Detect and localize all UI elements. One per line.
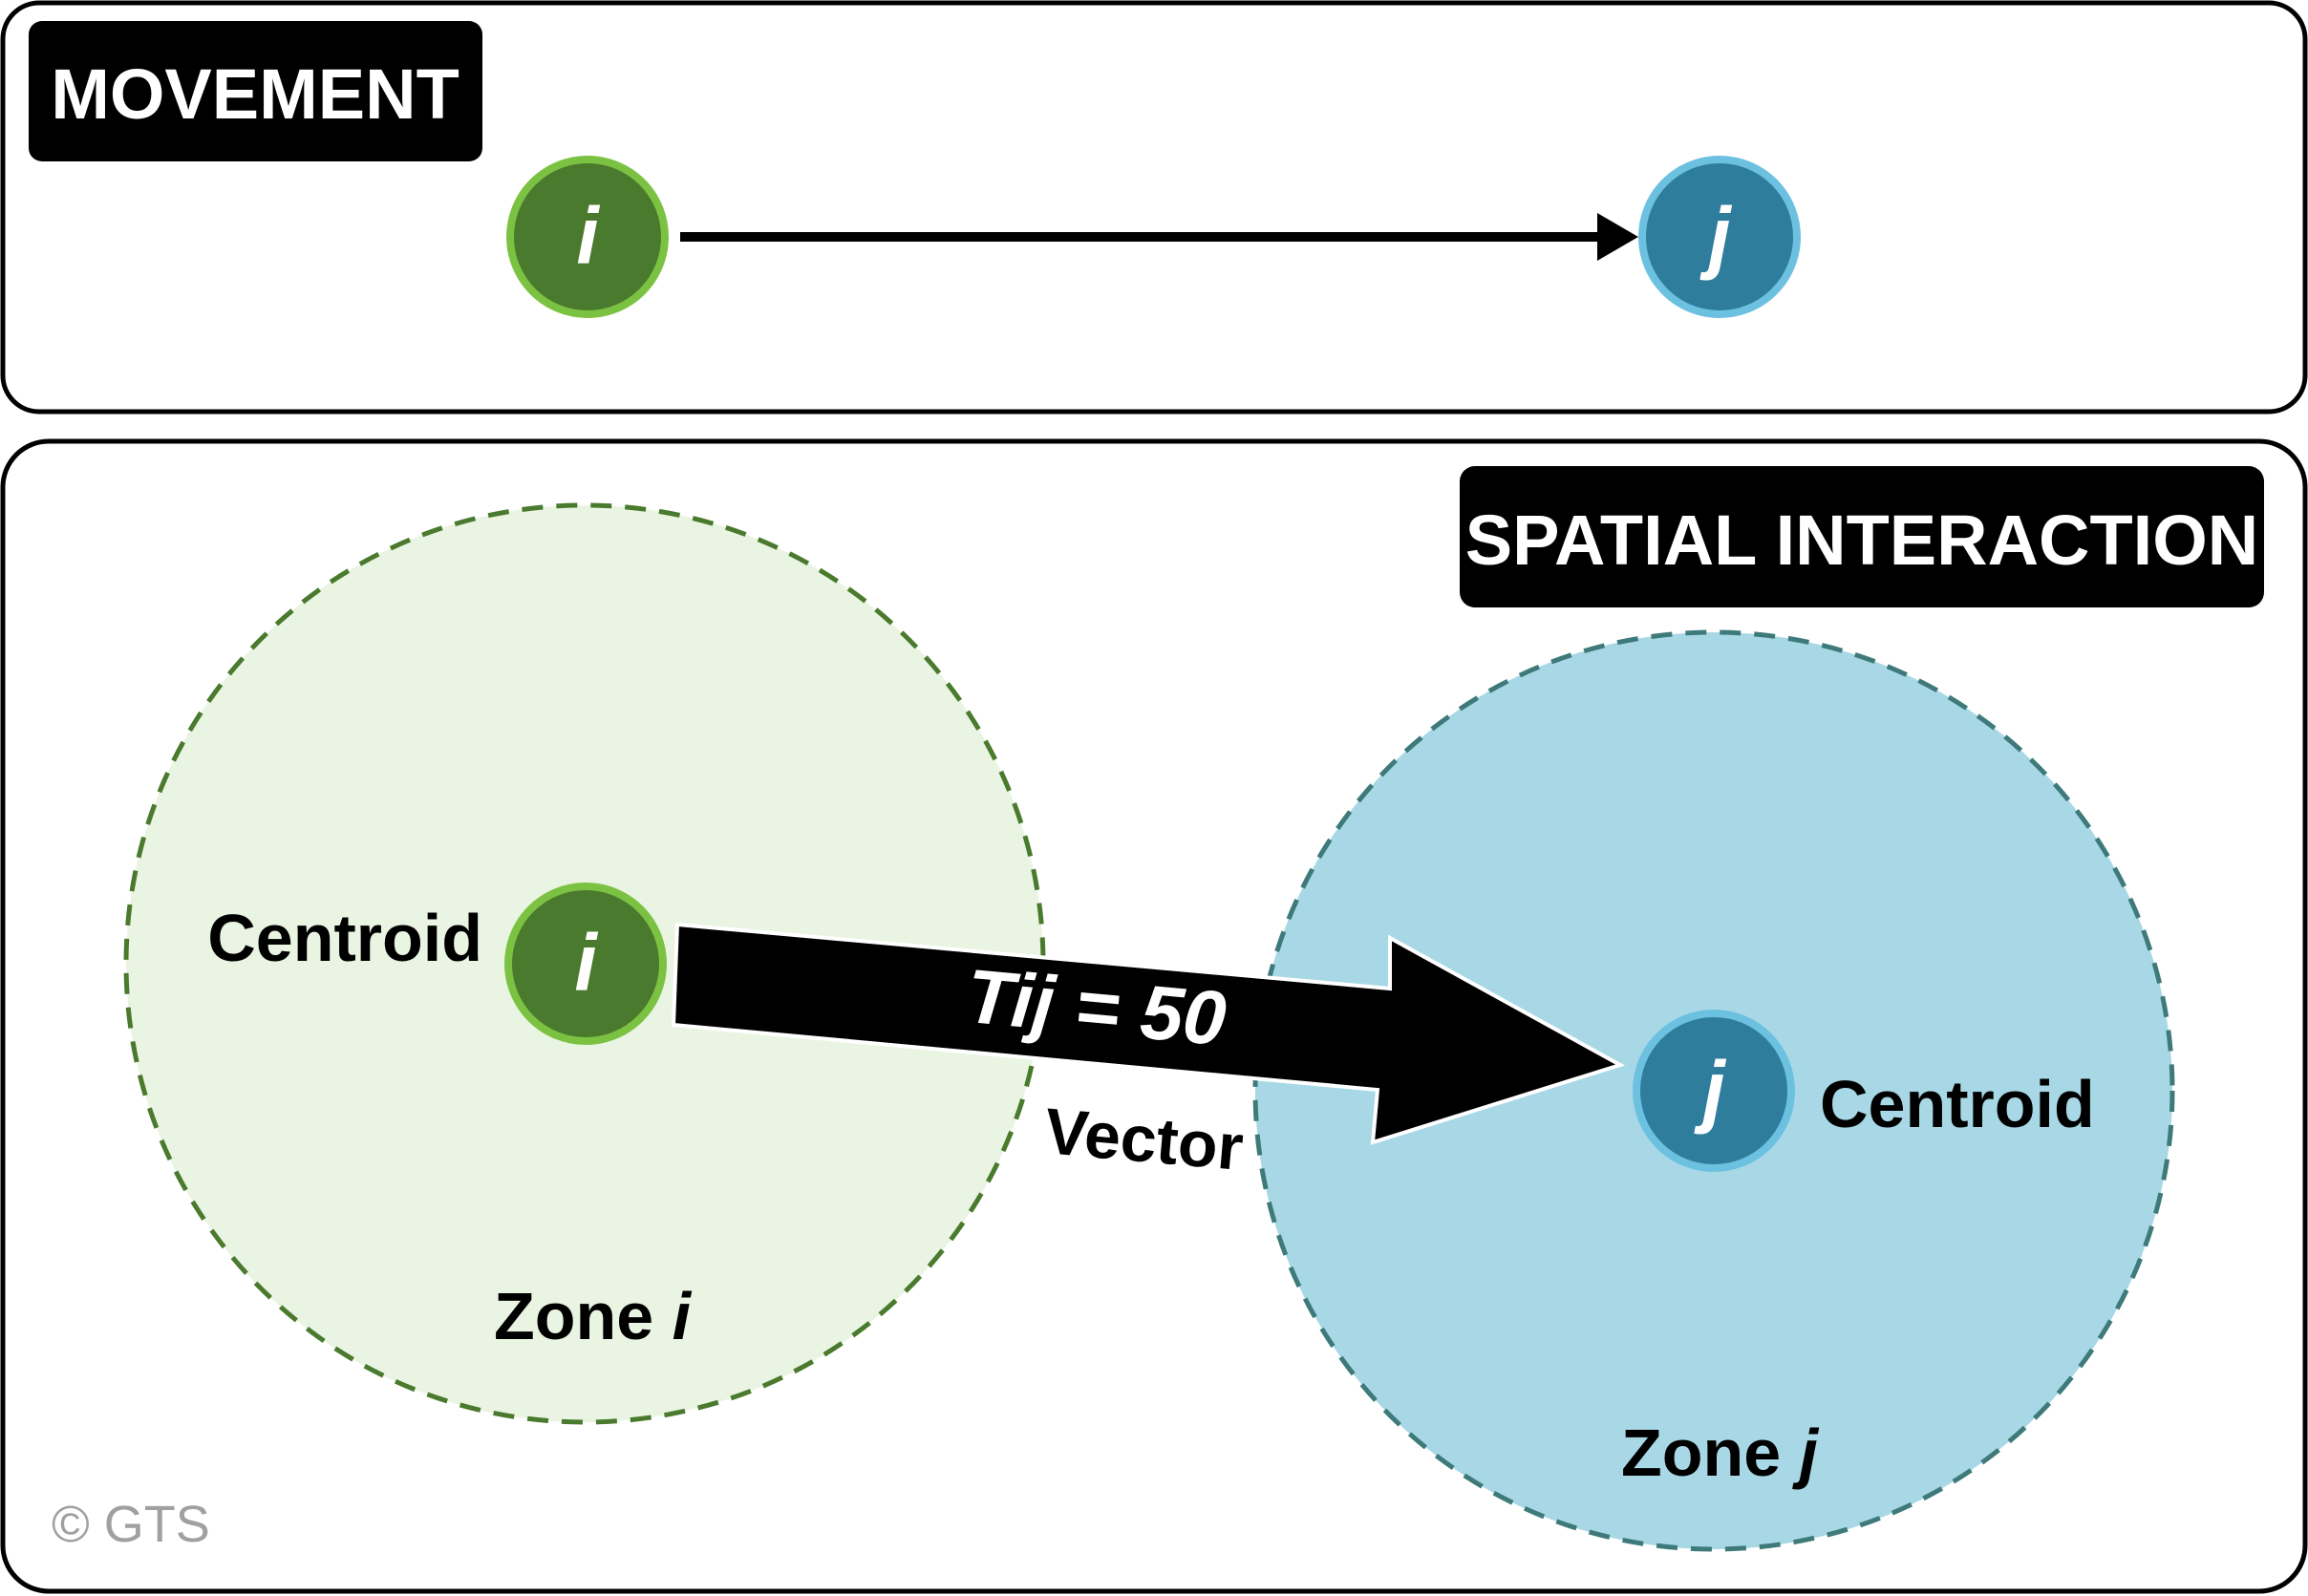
vector-label: Vector bbox=[1042, 1095, 1247, 1184]
zone-i-label-prefix: Zone bbox=[494, 1279, 653, 1353]
centroid-j-node: j bbox=[1633, 1010, 1795, 1172]
zone-i-label-suffix: i bbox=[673, 1279, 693, 1353]
movement-title: MOVEMENT bbox=[51, 54, 459, 134]
spatial-interaction-title-box: SPATIAL INTERACTION bbox=[1460, 466, 2264, 607]
zone-j-label: Zone j bbox=[1621, 1415, 1820, 1490]
spatial-interaction-panel: SPATIAL INTERACTION Tij = 50 Vector Cent… bbox=[0, 438, 2308, 1594]
movement-destination-node: j bbox=[1638, 156, 1801, 318]
zone-i-label: Zone i bbox=[494, 1279, 693, 1353]
centroid-i-caption: Centroid bbox=[207, 901, 482, 975]
centroid-j-caption: Centroid bbox=[1820, 1067, 2095, 1141]
copyright-notice: © GTS bbox=[52, 1496, 210, 1553]
centroid-i-node: i bbox=[504, 883, 667, 1045]
movement-origin-node: i bbox=[506, 156, 669, 318]
movement-origin-label: i bbox=[576, 191, 600, 281]
flow-vector-arrow: Tij = 50 bbox=[671, 922, 1626, 1145]
movement-arrow bbox=[680, 213, 1638, 261]
spatial-interaction-title: SPATIAL INTERACTION bbox=[1465, 500, 2258, 580]
movement-title-box: MOVEMENT bbox=[29, 21, 482, 161]
movement-panel: MOVEMENT i j bbox=[0, 0, 2308, 415]
zone-j-label-prefix: Zone bbox=[1621, 1415, 1781, 1490]
zone-j-label-suffix: j bbox=[1792, 1415, 1820, 1490]
centroid-i-label: i bbox=[574, 918, 598, 1008]
